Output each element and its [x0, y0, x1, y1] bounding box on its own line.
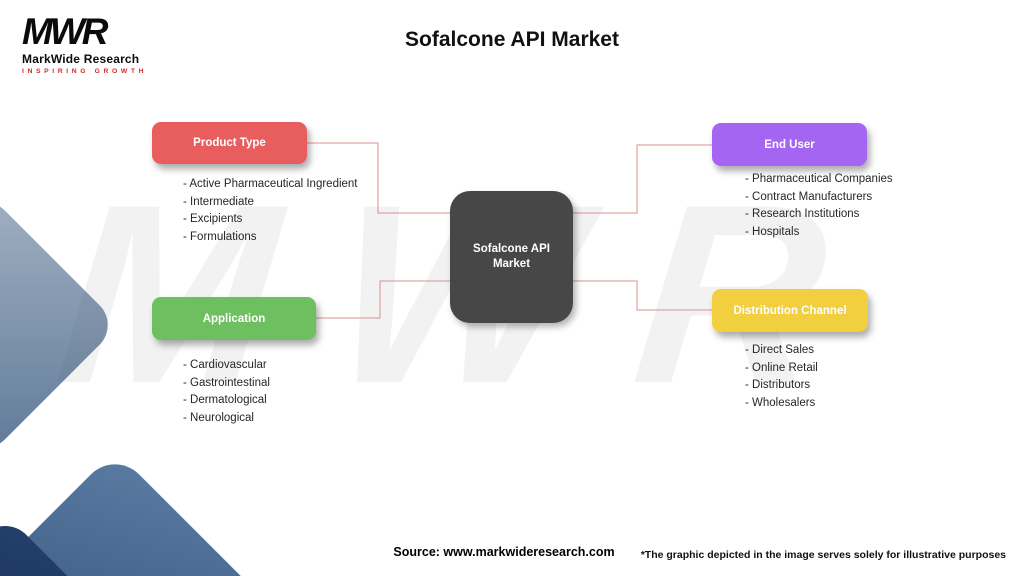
list-item: - Excipients	[183, 213, 243, 226]
category-product-type-label: Product Type	[193, 137, 266, 149]
distribution-channel-list: - Direct Sales - Online Retail - Distrib…	[745, 342, 818, 412]
list-item: - Online Retail	[745, 361, 818, 374]
logo-tagline: INSPIRING GROWTH	[22, 68, 148, 75]
list-item: - Cardiovascular	[183, 359, 267, 371]
category-application-label: Application	[202, 312, 266, 325]
end-user-list: - Pharmaceutical Companies - Contract Ma…	[745, 171, 893, 241]
list-item: - Dermatological	[183, 394, 267, 407]
list-item: - Active Pharmaceutical Ingredient	[183, 178, 358, 190]
list-item: - Gastrointestinal	[183, 376, 270, 389]
list-item: - Intermediate	[183, 195, 254, 208]
application-list: - Cardiovascular - Gastrointestinal - De…	[183, 357, 270, 427]
center-node: Sofalcone API Market	[450, 191, 573, 323]
list-item: - Direct Sales	[745, 344, 815, 356]
list-item: - Pharmaceutical Companies	[745, 173, 893, 185]
logo-name: MarkWide Research	[22, 52, 140, 66]
list-item: - Distributors	[745, 379, 811, 392]
page-title: Sofalcone API Market	[405, 28, 619, 51]
category-distribution-channel: Distribution Channel	[712, 289, 868, 332]
markwide-logo: MWR MarkWide Research INSPIRING GROWTH	[22, 11, 152, 76]
center-node-label: Sofalcone API Market	[473, 243, 550, 270]
category-application: Application	[152, 297, 316, 340]
category-distribution-channel-label: Distribution Channel	[733, 304, 847, 317]
list-item: - Wholesalers	[745, 396, 816, 409]
list-item: - Hospitals	[745, 225, 800, 238]
source-text: Source: www.markwideresearch.com	[393, 545, 615, 559]
category-end-user: End User	[712, 123, 867, 166]
product-type-list: - Active Pharmaceutical Ingredient - Int…	[183, 176, 358, 246]
list-item: - Research Institutions	[745, 208, 860, 221]
category-end-user-label: End User	[764, 138, 815, 151]
list-item: - Contract Manufacturers	[745, 190, 873, 203]
disclaimer-text: *The graphic depicted in the image serve…	[640, 549, 1006, 561]
list-item: - Formulations	[183, 230, 257, 243]
logo-mark: MWR	[22, 11, 108, 52]
category-product-type: Product Type	[152, 122, 307, 164]
list-item: - Neurological	[183, 411, 254, 424]
